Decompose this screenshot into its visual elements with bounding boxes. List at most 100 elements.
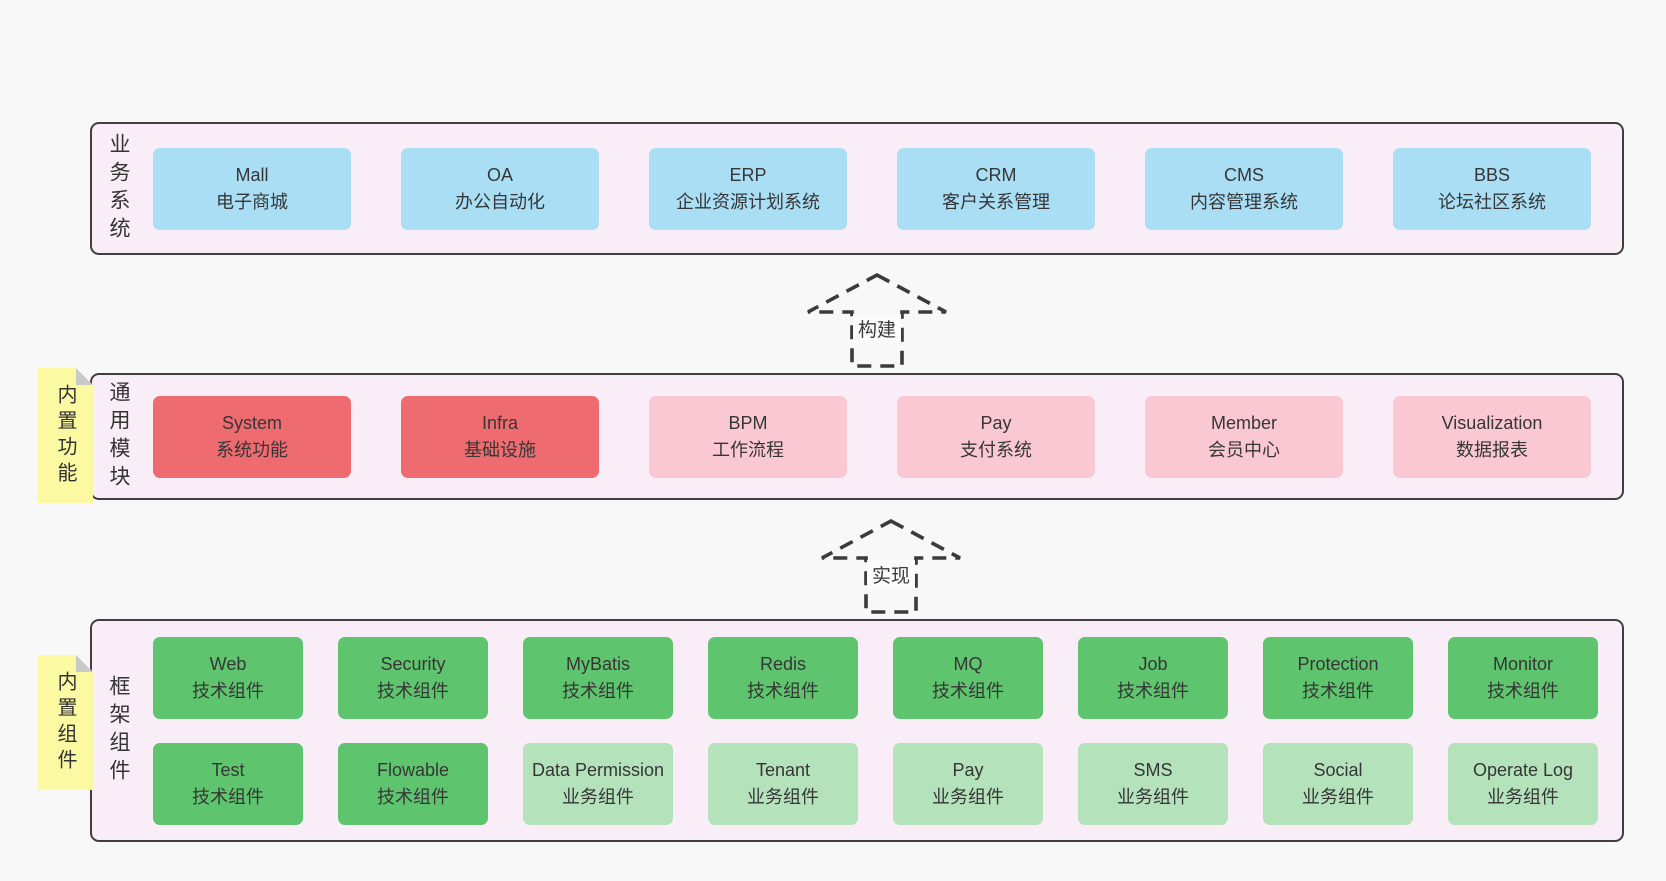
box-flowable: Flowable 技术组件	[338, 742, 488, 825]
box-title: BPM	[728, 413, 768, 434]
framework-components-grid: Web 技术组件 Security 技术组件 MyBatis 技术组件 Redi…	[153, 621, 1612, 840]
implement-arrow-label: 实现	[866, 560, 916, 589]
box-title: Redis	[759, 654, 807, 675]
box-title: Job	[1138, 654, 1168, 675]
box-protection: Protection 技术组件	[1263, 636, 1413, 719]
box-member: Member 会员中心	[1145, 395, 1343, 478]
builtin-components-note: 内置组件	[38, 655, 93, 790]
box-title: Security	[380, 654, 446, 675]
box-erp: ERP 企业资源计划系统	[649, 147, 847, 230]
box-subtitle: 客户关系管理	[942, 191, 1050, 212]
box-title: ERP	[729, 165, 767, 186]
framework-components-container: 框架组件 Web 技术组件 Security 技术组件 MyBatis 技术组件…	[90, 619, 1624, 842]
box-title: Web	[209, 654, 247, 675]
box-subtitle: 基础设施	[464, 439, 536, 460]
box-title: Monitor	[1492, 654, 1554, 675]
box-operate-log: Operate Log 业务组件	[1448, 742, 1598, 825]
box-subtitle: 工作流程	[712, 439, 784, 460]
box-title: Protection	[1297, 654, 1379, 675]
business-systems-label: 业务系统	[107, 132, 130, 245]
box-bbs: BBS 论坛社区系统	[1393, 147, 1591, 230]
box-crm: CRM 客户关系管理	[897, 147, 1095, 230]
box-subtitle: 业务组件	[562, 786, 634, 807]
box-title: Data Permission	[531, 760, 665, 781]
box-subtitle: 业务组件	[747, 786, 819, 807]
box-subtitle: 系统功能	[216, 439, 288, 460]
box-subtitle: 技术组件	[1302, 680, 1374, 701]
note-text: 内置功能	[54, 383, 76, 488]
common-modules-container: 通用模块 System 系统功能 Infra 基础设施 BPM 工作流程 Pay…	[90, 373, 1624, 500]
common-modules-label: 通用模块	[107, 380, 130, 493]
box-title: CRM	[975, 165, 1017, 186]
box-visualization: Visualization 数据报表	[1393, 395, 1591, 478]
box-subtitle: 技术组件	[192, 786, 264, 807]
box-title: System	[221, 413, 282, 434]
build-arrow: 构建	[802, 272, 952, 369]
box-security: Security 技术组件	[338, 636, 488, 719]
box-pay-component: Pay 业务组件	[893, 742, 1043, 825]
box-title: OA	[486, 165, 513, 186]
box-title: Pay	[980, 413, 1012, 434]
box-title: Tenant	[755, 760, 811, 781]
box-title: Test	[211, 760, 245, 781]
box-subtitle: 办公自动化	[455, 191, 545, 212]
box-title: Social	[1313, 760, 1363, 781]
box-subtitle: 支付系统	[960, 439, 1032, 460]
box-subtitle: 业务组件	[1302, 786, 1374, 807]
box-title: Infra	[481, 413, 519, 434]
box-subtitle: 内容管理系统	[1190, 191, 1298, 212]
box-oa: OA 办公自动化	[401, 147, 599, 230]
box-mq: MQ 技术组件	[893, 636, 1043, 719]
box-title: Operate Log	[1472, 760, 1574, 781]
box-title: Member	[1210, 413, 1277, 434]
box-title: Mall	[235, 165, 269, 186]
box-subtitle: 技术组件	[1487, 680, 1559, 701]
box-test: Test 技术组件	[153, 742, 303, 825]
box-title: MQ	[953, 654, 983, 675]
builtin-features-note: 内置功能	[38, 368, 93, 503]
box-title: CMS	[1224, 165, 1264, 186]
box-bpm: BPM 工作流程	[649, 395, 847, 478]
box-web: Web 技术组件	[153, 636, 303, 719]
box-subtitle: 技术组件	[377, 786, 449, 807]
box-social: Social 业务组件	[1263, 742, 1413, 825]
box-title: Visualization	[1441, 413, 1543, 434]
box-sms: SMS 业务组件	[1078, 742, 1228, 825]
box-redis: Redis 技术组件	[708, 636, 858, 719]
box-subtitle: 技术组件	[562, 680, 634, 701]
box-subtitle: 会员中心	[1208, 439, 1280, 460]
box-subtitle: 业务组件	[1487, 786, 1559, 807]
box-mybatis: MyBatis 技术组件	[523, 636, 673, 719]
box-title: MyBatis	[565, 654, 630, 675]
box-tenant: Tenant 业务组件	[708, 742, 858, 825]
box-subtitle: 数据报表	[1456, 439, 1528, 460]
box-subtitle: 技术组件	[192, 680, 264, 701]
box-system: System 系统功能	[153, 395, 351, 478]
business-systems-container: 业务系统 Mall 电子商城 OA 办公自动化 ERP 企业资源计划系统 CRM…	[90, 122, 1624, 255]
box-title: Pay	[952, 760, 984, 781]
business-systems-row: Mall 电子商城 OA 办公自动化 ERP 企业资源计划系统 CRM 客户关系…	[153, 124, 1612, 253]
box-mall: Mall 电子商城	[153, 147, 351, 230]
box-title: SMS	[1133, 760, 1173, 781]
box-data-permission: Data Permission 业务组件	[523, 742, 673, 825]
implement-arrow: 实现	[816, 518, 966, 615]
build-arrow-label: 构建	[852, 314, 902, 343]
note-text: 内置组件	[54, 670, 76, 775]
box-job: Job 技术组件	[1078, 636, 1228, 719]
common-modules-row: System 系统功能 Infra 基础设施 BPM 工作流程 Pay 支付系统…	[153, 375, 1612, 498]
framework-components-row-1: Web 技术组件 Security 技术组件 MyBatis 技术组件 Redi…	[153, 636, 1598, 719]
box-infra: Infra 基础设施	[401, 395, 599, 478]
box-cms: CMS 内容管理系统	[1145, 147, 1343, 230]
box-subtitle: 业务组件	[932, 786, 1004, 807]
box-subtitle: 技术组件	[747, 680, 819, 701]
box-pay-module: Pay 支付系统	[897, 395, 1095, 478]
box-subtitle: 技术组件	[932, 680, 1004, 701]
box-monitor: Monitor 技术组件	[1448, 636, 1598, 719]
box-subtitle: 论坛社区系统	[1438, 191, 1546, 212]
box-title: BBS	[1473, 165, 1511, 186]
box-subtitle: 电子商城	[216, 191, 288, 212]
box-subtitle: 企业资源计划系统	[676, 191, 820, 212]
box-subtitle: 业务组件	[1117, 786, 1189, 807]
box-title: Flowable	[376, 760, 450, 781]
box-subtitle: 技术组件	[1117, 680, 1189, 701]
